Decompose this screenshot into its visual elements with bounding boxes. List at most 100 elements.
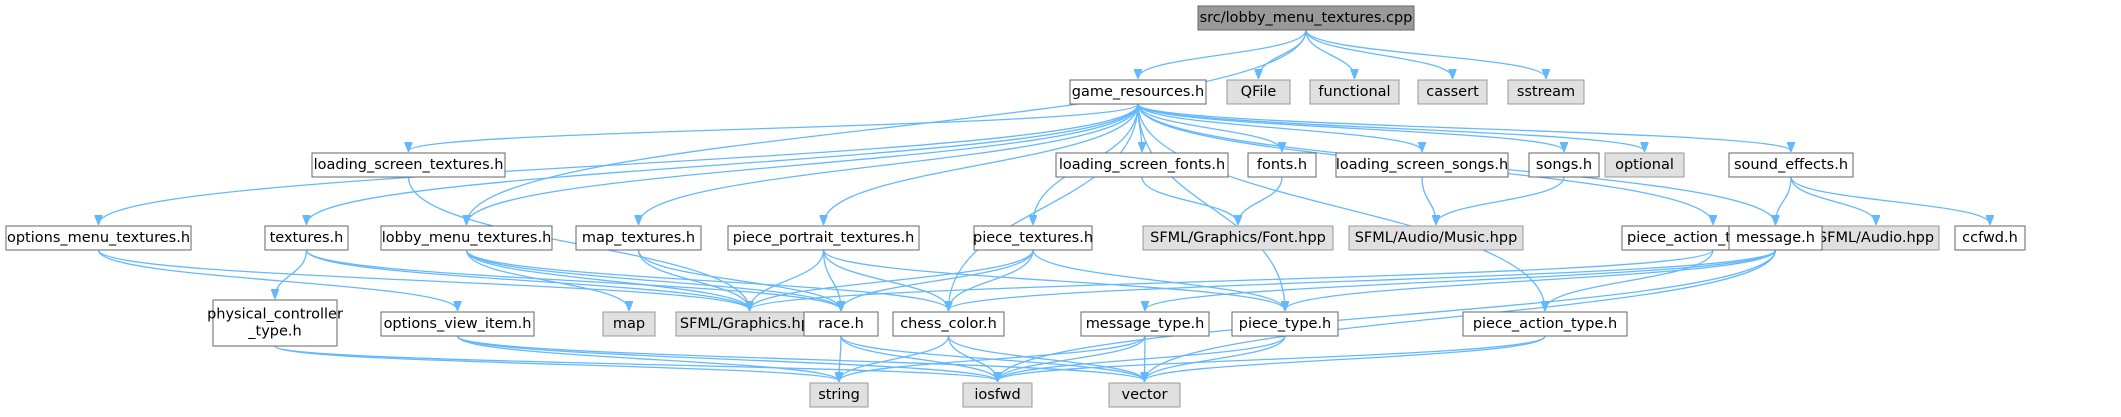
node-cassert: cassert [1417, 79, 1488, 105]
edge-options_view_item-to-iosfwd [456, 335, 998, 381]
node-label: chess_color.h [900, 316, 997, 332]
edge-root-to-sstream [1305, 29, 1546, 78]
node-optional: optional [1604, 152, 1685, 178]
node-box [962, 382, 1033, 408]
node-label: SFML/Audio/Music.hpp [1355, 230, 1518, 246]
node-box [1604, 152, 1685, 178]
node-map-textures[interactable]: map_textures.h [575, 225, 702, 251]
node-string: string [809, 382, 869, 408]
node-label: QFile [1241, 84, 1277, 100]
node-box [264, 225, 349, 251]
node-box [1080, 311, 1210, 337]
edge-game_resources-to-piece_action_type [1137, 103, 1545, 310]
node-label: loading_screen_fonts.h [1059, 157, 1225, 173]
node-piece-textures[interactable]: piece_textures.h [973, 225, 1093, 251]
edge-game_resources-to-songs [1137, 103, 1564, 151]
edge-layer [97, 29, 1991, 381]
node-box [1309, 79, 1400, 105]
edge-piece_type-to-iosfwd [998, 335, 1286, 381]
node-box [1226, 79, 1291, 105]
edge-options_menu_textures-to-sfml_graphics [97, 249, 750, 310]
edge-lobby_menu_textures-to-sfml_graphics [465, 249, 750, 310]
edge-options_menu_textures-to-options_view_item [97, 249, 458, 310]
edge-physical_controller_type-to-string [274, 345, 839, 381]
node-label: piece_textures.h [973, 230, 1093, 246]
node-label: message_type.h [1086, 316, 1205, 332]
node-box [380, 311, 535, 337]
node-songs[interactable]: songs.h [1528, 152, 1600, 178]
node-box [1462, 311, 1628, 337]
node-textures[interactable]: textures.h [264, 225, 349, 251]
node-box [1335, 152, 1509, 178]
node-box [1728, 225, 1823, 251]
node-piece-action-type[interactable]: piece_action_type.h [1462, 311, 1628, 337]
node-loading-screen-textures[interactable]: loading_screen_textures.h [311, 152, 506, 178]
node-label: ccfwd.h [1962, 230, 2018, 246]
node-label: options_menu_textures.h [7, 230, 190, 246]
node-label: textures.h [270, 230, 344, 246]
node-box [1142, 225, 1334, 251]
node-label: iosfwd [974, 387, 1020, 403]
node-box [1108, 382, 1181, 408]
node-loading-screen-songs[interactable]: loading_screen_songs.h [1335, 152, 1509, 178]
node-box [1812, 225, 1940, 251]
node-label: piece_action_type.h [1473, 316, 1617, 332]
node-physical-controller-type[interactable]: physical_controller_type.h [207, 299, 343, 347]
edge-lobby_menu_textures-to-race [465, 249, 842, 310]
node-label: piece_portrait_textures.h [733, 230, 915, 246]
node-message-type[interactable]: message_type.h [1080, 311, 1210, 337]
edge-options_view_item-to-vector [456, 335, 1145, 381]
node-box [1055, 152, 1229, 178]
edge-textures-to-sfml_graphics [305, 249, 750, 310]
node-label: functional [1318, 84, 1390, 100]
node-piece-portrait-textures[interactable]: piece_portrait_textures.h [727, 225, 920, 251]
edge-game_resources-to-fonts [1137, 103, 1282, 151]
edge-options_view_item-to-string [456, 335, 840, 381]
node-box [1231, 311, 1339, 337]
node-iosfwd: iosfwd [962, 382, 1033, 408]
node-options-menu-textures[interactable]: options_menu_textures.h [5, 225, 192, 251]
node-fonts[interactable]: fonts.h [1247, 152, 1317, 178]
node-sfml-font: SFML/Graphics/Font.hpp [1142, 225, 1334, 251]
node-options-view-item[interactable]: options_view_item.h [380, 311, 535, 337]
node-label: piece_type.h [1239, 316, 1332, 332]
edge-lobby_menu_textures-to-chess_color [465, 249, 949, 310]
edge-message-to-chess_color [949, 249, 1777, 310]
node-label: sstream [1517, 84, 1575, 100]
node-game-resources[interactable]: game_resources.h [1069, 79, 1207, 105]
edge-piece_textures-to-race [841, 249, 1034, 310]
node-vector: vector [1108, 382, 1181, 408]
node-root[interactable]: src/lobby_menu_textures.cpp [1197, 5, 1415, 31]
edge-lobby_menu_textures-to-map [465, 249, 630, 310]
node-chess-color[interactable]: chess_color.h [892, 311, 1005, 337]
edge-race-to-vector [840, 335, 1145, 381]
node-sound-effects[interactable]: sound_effects.h [1728, 152, 1854, 178]
node-box [1417, 79, 1488, 105]
edge-root-to-qfile [1259, 29, 1307, 78]
edge-textures-to-physical_controller_type [275, 249, 308, 298]
edge-message-to-iosfwd [998, 249, 1777, 381]
node-race[interactable]: race.h [803, 311, 879, 337]
node-lobby-menu-textures[interactable]: lobby_menu_textures.h [380, 225, 553, 251]
node-label: vector [1122, 387, 1168, 403]
node-label: game_resources.h [1072, 84, 1204, 100]
edge-loading_screen_songs-to-sfml_music [1421, 176, 1436, 224]
node-piece-type[interactable]: piece_type.h [1231, 311, 1339, 337]
edge-sound_effects-to-message [1776, 176, 1792, 224]
edge-fonts-to-sfml_font [1238, 176, 1283, 224]
node-box [1197, 5, 1415, 31]
node-loading-screen-fonts[interactable]: loading_screen_fonts.h [1055, 152, 1229, 178]
edge-physical_controller_type-to-iosfwd [274, 345, 998, 381]
edge-root-to-lobby_menu_textures [467, 29, 1307, 224]
node-label: SFML/Graphics.hpp [680, 316, 819, 332]
node-functional: functional [1309, 79, 1400, 105]
node-box [727, 225, 920, 251]
node-box [803, 311, 879, 337]
node-message[interactable]: message.h [1728, 225, 1823, 251]
edge-race-to-iosfwd [840, 335, 998, 381]
node-box [809, 382, 869, 408]
node-label: options_view_item.h [384, 316, 532, 332]
node-label: race.h [818, 316, 864, 332]
node-box [1954, 225, 2026, 251]
node-ccfwd[interactable]: ccfwd.h [1954, 225, 2026, 251]
